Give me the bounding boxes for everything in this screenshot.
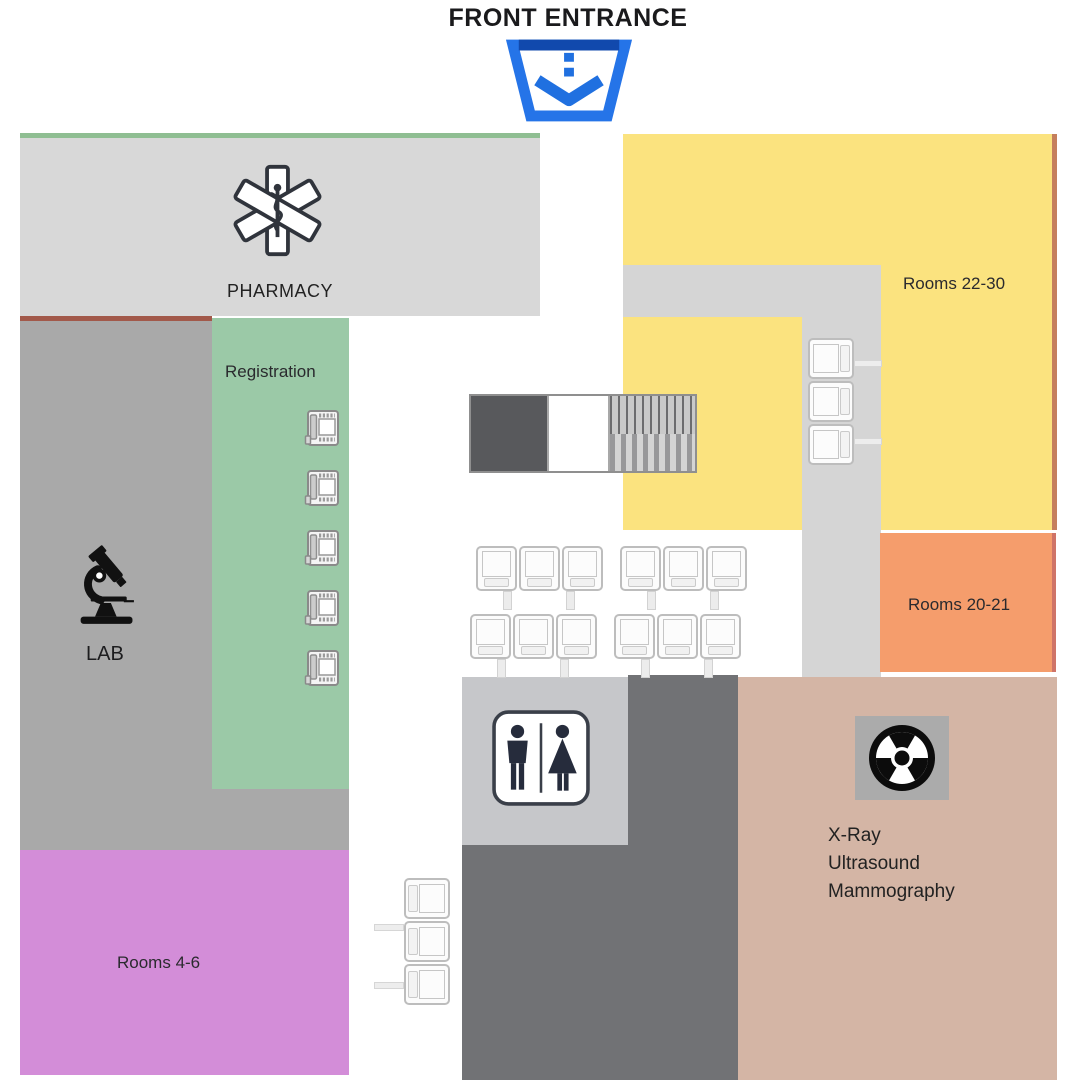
- chair-seat: [562, 546, 603, 591]
- desk-counter-dark: [471, 396, 547, 471]
- rooms-4-6-label: Rooms 4-6: [117, 953, 201, 972]
- woman-icon: [548, 724, 577, 791]
- zone-rooms-4-6: Rooms 4-6: [20, 850, 349, 1075]
- waiting-chair-bank: [470, 614, 597, 678]
- reception-desk: [469, 394, 697, 473]
- desk-slats-bottom: [610, 434, 695, 471]
- phone-kiosk-icon: [304, 590, 339, 626]
- ultrasound-label: Ultrasound: [828, 853, 920, 874]
- hallway: [628, 675, 738, 1080]
- chair-seat: [700, 614, 741, 659]
- registration-label: Registration: [225, 362, 316, 381]
- chair-seat: [519, 546, 560, 591]
- entrance-down-arrow-icon: [505, 39, 633, 122]
- chair-seat: [657, 614, 698, 659]
- lab-label: LAB: [86, 643, 124, 665]
- radiation-icon: [869, 725, 935, 791]
- pharmacy-top-accent-line: [20, 133, 540, 138]
- chair-seat: [404, 878, 450, 919]
- registration-kiosk-column: [301, 408, 341, 688]
- xray-label: X-Ray: [828, 825, 881, 846]
- hall-chair-bank: [374, 878, 450, 1005]
- waiting-chair-bank: [620, 546, 747, 610]
- chair-seat: [556, 614, 597, 659]
- chair-seat: [663, 546, 704, 591]
- zone-restroom: [462, 677, 628, 845]
- zone-pharmacy: PHARMACY: [20, 138, 540, 316]
- chair-seat: [404, 921, 450, 962]
- phone-kiosk-icon: [304, 650, 339, 686]
- rooms-22-30-wall-edge: [1052, 134, 1057, 530]
- waiting-chair-bank: [476, 546, 603, 610]
- phone-kiosk-icon: [304, 470, 339, 506]
- chair-seat: [808, 338, 854, 379]
- chair-seat: [404, 964, 450, 1005]
- microscope-icon: [80, 545, 134, 624]
- waiting-chair-bank: [614, 614, 741, 678]
- lab-top-accent-line: [20, 316, 212, 321]
- chair-seat: [706, 546, 747, 591]
- star-of-life-icon: [233, 164, 322, 257]
- zone-registration: Registration: [212, 318, 349, 789]
- chair-seat: [476, 546, 517, 591]
- corridor-chair-bank: [808, 338, 882, 465]
- rooms-20-21-wall-edge: [1052, 533, 1056, 672]
- pharmacy-label: PHARMACY: [226, 281, 333, 301]
- mammography-label: Mammography: [828, 881, 955, 902]
- chair-seat: [614, 614, 655, 659]
- chair-seat: [808, 424, 854, 465]
- chair-seat: [620, 546, 661, 591]
- phone-kiosk-icon: [304, 530, 339, 566]
- restroom-sign-icon: [492, 710, 590, 806]
- zone-imaging: X-Ray Ultrasound Mammography: [738, 677, 1057, 1080]
- phone-kiosk-icon: [304, 410, 339, 446]
- desk-slats-top: [610, 396, 695, 435]
- rooms-20-21-label: Rooms 20-21: [908, 595, 1011, 614]
- zone-rooms-20-21: Rooms 20-21: [880, 533, 1052, 672]
- hallway: [462, 845, 628, 1080]
- chair-seat: [513, 614, 554, 659]
- corridor-vertical: [802, 265, 881, 677]
- chair-seat: [470, 614, 511, 659]
- man-icon: [507, 724, 528, 790]
- desk-counter-white: [547, 396, 610, 471]
- radiation-sign-box: [855, 716, 949, 800]
- chair-seat: [808, 381, 854, 422]
- imaging-labels: X-Ray Ultrasound Mammography: [828, 822, 955, 906]
- front-entrance-label: FRONT ENTRANCE: [448, 4, 688, 32]
- desk-slatted-section: [610, 396, 695, 471]
- rooms-22-30-label: Rooms 22-30: [903, 274, 1006, 293]
